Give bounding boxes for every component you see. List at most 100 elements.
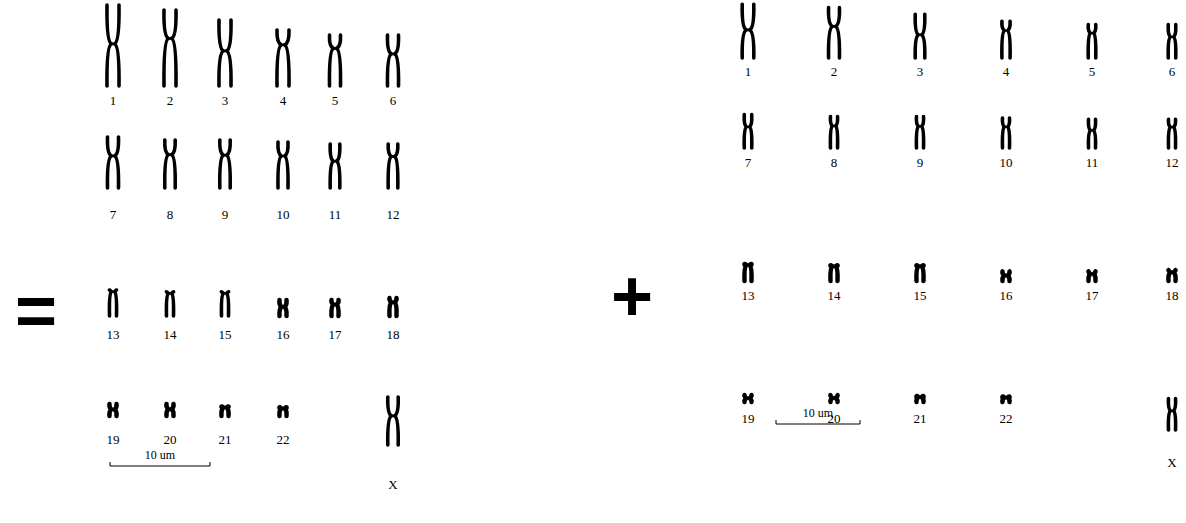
chromatid: [744, 264, 746, 281]
chromosome-number: 21: [219, 433, 232, 446]
chromosome: [165, 140, 176, 188]
chromatid: [750, 4, 754, 58]
scale-bar: [776, 420, 860, 424]
chromatid: [1174, 270, 1176, 281]
chromosome-number: 19: [107, 433, 120, 446]
chromosome: [388, 144, 398, 188]
chromosome-number: 5: [1089, 65, 1096, 78]
chromatid: [285, 407, 287, 416]
chromatid: [922, 14, 925, 58]
chromatid: [227, 406, 229, 416]
chromosome: [388, 397, 399, 445]
chromatid: [750, 115, 752, 148]
chromatid: [742, 4, 746, 58]
chromosome: [1002, 397, 1009, 402]
chromatid: [395, 397, 399, 445]
chromosome-number: 17: [329, 328, 342, 341]
chromatid: [744, 395, 746, 402]
chromatid: [285, 30, 289, 86]
chromosome-number: X: [1167, 456, 1176, 469]
scale-tick: [210, 462, 211, 466]
chromatid: [1088, 119, 1090, 148]
chromatid: [916, 117, 918, 148]
chromosome-number: 21: [914, 412, 927, 425]
chromatid: [278, 142, 281, 188]
chromatid: [172, 140, 176, 188]
chromatid: [337, 35, 341, 86]
chromosome-number: 6: [390, 94, 397, 107]
chromatid: [172, 292, 174, 316]
scale-tick: [860, 420, 861, 424]
chromatid: [279, 407, 281, 416]
chromosome-number: 22: [277, 433, 290, 446]
chromatid: [1174, 25, 1176, 58]
chromatid: [220, 140, 224, 188]
chromosome: [1002, 271, 1009, 281]
chromosome-number: 7: [110, 208, 117, 221]
chromosome-number: 13: [107, 328, 120, 341]
chromatid: [1002, 118, 1004, 148]
scale-label: 10 um: [145, 449, 175, 461]
chromatid: [750, 264, 752, 281]
chromosome: [916, 396, 923, 402]
chromosome: [219, 20, 231, 86]
chromatid: [389, 298, 391, 316]
chromosome-number: 3: [917, 65, 924, 78]
chromatid: [830, 265, 832, 281]
chromosome: [221, 406, 228, 416]
chromosome-number: 19: [742, 412, 755, 425]
chromatid: [109, 404, 111, 416]
chromatid: [166, 404, 168, 416]
chromosome: [164, 10, 176, 86]
chromosome-number: 11: [329, 208, 342, 221]
chromatid: [830, 117, 832, 148]
chromosome-number: 10: [277, 208, 290, 221]
chromosome: [915, 14, 925, 58]
chromatid: [329, 35, 333, 86]
chromosome-number: 8: [831, 156, 838, 169]
chromatid: [172, 404, 174, 416]
chromosome: [331, 300, 338, 316]
chromatid: [115, 290, 117, 316]
chromosome: [916, 265, 923, 281]
chromatid: [916, 265, 918, 281]
chromosome-number: 9: [222, 208, 229, 221]
chromatid: [277, 30, 281, 86]
chromosome: [742, 4, 754, 58]
chromatid: [387, 35, 391, 86]
chromatid: [165, 140, 169, 188]
chromosome: [107, 137, 118, 188]
chromosome-number: 2: [167, 94, 174, 107]
chromosome-number: 14: [164, 328, 177, 341]
chromosome-number: 4: [280, 94, 287, 107]
chromosome-number: 3: [222, 94, 229, 107]
chromatid: [915, 14, 918, 58]
chromosome: [277, 30, 289, 86]
chromatid: [836, 117, 838, 148]
scale-tick: [776, 420, 777, 424]
chromosome-number: 2: [831, 65, 838, 78]
chromatid: [337, 300, 339, 316]
chromatid: [221, 292, 223, 316]
chromosome: [330, 144, 340, 188]
chromosome: [1168, 399, 1175, 430]
chromosome: [1088, 119, 1095, 148]
chromatid: [1088, 271, 1090, 281]
chromosome: [329, 35, 340, 86]
chromosome: [107, 5, 119, 86]
chromosome-number: 17: [1086, 289, 1099, 302]
chromosome-number: 7: [745, 156, 752, 169]
chromatid: [1094, 119, 1096, 148]
scale-bar: [110, 462, 210, 466]
equals-sign: =: [15, 274, 57, 346]
chromatid: [219, 20, 223, 86]
chromosome: [109, 404, 116, 416]
chromosome-number: 15: [914, 289, 927, 302]
chromosome-number: 11: [1086, 156, 1099, 169]
chromatid: [227, 292, 229, 316]
chromosome-number: X: [388, 478, 397, 491]
chromosome-number: 18: [1166, 289, 1179, 302]
chromatid: [172, 10, 176, 86]
chromatid: [1008, 271, 1010, 281]
